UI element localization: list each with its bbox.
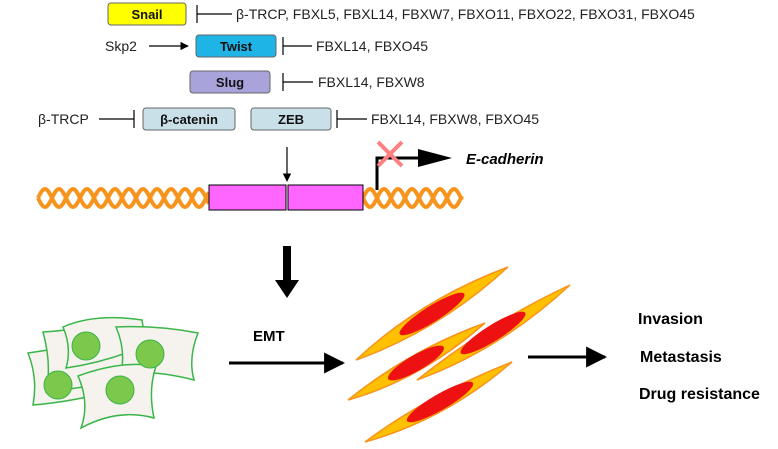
zeb-label: ZEB <box>278 112 304 127</box>
dna-helix <box>36 186 464 210</box>
dna-strand <box>361 186 464 210</box>
nucleus <box>43 370 73 400</box>
nucleus <box>71 331 101 361</box>
mesenchymal-cells <box>347 266 571 443</box>
nucleus <box>135 339 165 369</box>
beta-trcp-label: β-TRCP <box>38 111 89 127</box>
slug-label: Slug <box>216 75 244 90</box>
skp2-label: Skp2 <box>105 38 137 54</box>
repression-cross-icon <box>376 140 404 168</box>
down-arrow-shaft <box>283 246 291 282</box>
transcription-start-arrow <box>375 156 422 190</box>
slug-inhibitors: FBXL14, FBXW8 <box>318 74 425 90</box>
beta-catenin-label: β-catenin <box>160 112 218 127</box>
snail-box <box>107 2 187 26</box>
dna-strand <box>361 186 464 210</box>
epithelial-cells <box>26 316 200 430</box>
snail-inhibitors: β-TRCP, FBXL5, FBXL14, FBXW7, FBXO11, FB… <box>236 6 695 22</box>
zeb-box <box>250 107 332 131</box>
dna-strand <box>36 186 211 210</box>
slug-box <box>189 70 271 94</box>
outcome-metastasis: Metastasis <box>640 349 722 366</box>
twist-label: Twist <box>220 39 253 54</box>
outcome-invasion: Invasion <box>638 311 703 328</box>
twist-box <box>195 34 277 58</box>
outcome-drug-resistance: Drug resistance <box>639 386 760 403</box>
down-arrow-head <box>275 280 299 298</box>
e-cadherin-label: E-cadherin <box>466 151 544 168</box>
twist-inhibitors: FBXL14, FBXO45 <box>316 38 428 54</box>
emt-label: EMT <box>253 328 285 345</box>
nucleus <box>105 375 135 405</box>
promoter-box-right <box>287 184 364 211</box>
zeb-inhibitors: FBXL14, FBXW8, FBXO45 <box>371 111 539 127</box>
promoter-box-left <box>208 184 287 211</box>
transcription-arrowhead <box>418 149 452 167</box>
beta-catenin-box <box>142 107 236 131</box>
snail-label: Snail <box>131 7 162 22</box>
